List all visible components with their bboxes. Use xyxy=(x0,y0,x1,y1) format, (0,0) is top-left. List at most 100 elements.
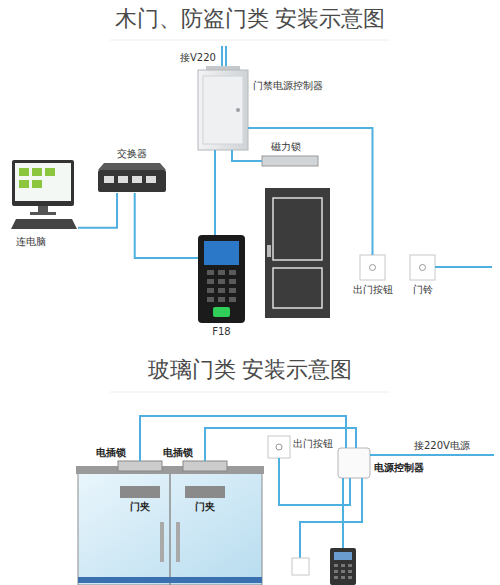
terminal-body xyxy=(198,235,245,323)
button-key xyxy=(420,265,426,271)
screen-tile xyxy=(32,180,42,188)
switch-top xyxy=(98,163,166,170)
key xyxy=(341,576,345,579)
device-label: 电源控制器 xyxy=(374,462,424,474)
key xyxy=(218,279,225,284)
door-clip: 门夹 xyxy=(185,486,225,498)
monitor xyxy=(12,160,74,206)
switch-port xyxy=(146,176,156,183)
key xyxy=(341,564,345,567)
monitor-stand xyxy=(38,206,48,212)
button-key xyxy=(370,265,376,271)
door-header xyxy=(76,466,264,474)
switch-port xyxy=(118,176,128,183)
door-handle xyxy=(176,522,180,562)
power-controller: 电源控制器 xyxy=(338,448,370,478)
title-rule xyxy=(110,392,390,393)
key xyxy=(218,270,225,275)
door-handle xyxy=(267,245,271,257)
key xyxy=(229,270,236,275)
reader-keys xyxy=(334,564,352,579)
electric-bolt-lock xyxy=(183,461,227,471)
reader-wire xyxy=(342,478,344,548)
screen-tile xyxy=(32,168,42,176)
screen-tile xyxy=(19,180,29,188)
keyboard xyxy=(11,219,77,229)
device-label: 电插锁 xyxy=(96,447,126,459)
fingerprint-terminal: F18 xyxy=(198,235,245,323)
controller-panel xyxy=(203,76,243,144)
exit-button: 出门按钮 xyxy=(268,436,290,458)
connector-wire xyxy=(232,150,262,161)
reader-screen xyxy=(334,552,352,560)
electric-bolt-lock: 电插锁 xyxy=(118,461,162,471)
doorbell: 门铃 xyxy=(410,255,435,280)
key xyxy=(229,279,236,284)
button-key xyxy=(276,444,282,450)
monitor-base xyxy=(30,212,56,215)
door-panel xyxy=(273,268,322,308)
doorbell-wire xyxy=(435,266,492,268)
network-switch: 交换器 xyxy=(98,163,166,193)
terminal-keypad xyxy=(207,270,236,302)
button-wire xyxy=(300,478,362,558)
key xyxy=(334,564,338,567)
door-panel xyxy=(273,198,322,260)
device-label: 电插锁 xyxy=(163,447,193,459)
doorbell xyxy=(410,255,435,280)
door-clip xyxy=(120,486,160,498)
computer: 连电脑 xyxy=(10,160,78,232)
key xyxy=(229,297,236,302)
controller-case xyxy=(198,70,248,150)
device-label: 磁力锁 xyxy=(271,141,301,153)
glass-door xyxy=(78,470,262,585)
monitor-screen xyxy=(15,163,71,201)
fingerprint-sensor xyxy=(213,307,230,317)
key xyxy=(207,270,214,275)
key xyxy=(341,570,345,573)
supply-label: 接220V电源 xyxy=(414,440,470,452)
supply-label: 接V220 xyxy=(180,52,216,64)
key xyxy=(348,564,352,567)
magnetic-lock xyxy=(262,156,318,166)
device-label: 门禁电源控制器 xyxy=(253,80,323,92)
connector-wire xyxy=(135,193,198,258)
connector-wire xyxy=(248,128,373,255)
exit-button xyxy=(268,436,290,458)
terminal-screen xyxy=(204,241,239,265)
exit-button: 出门按钮 xyxy=(360,255,385,280)
device-label: 出门按钮 xyxy=(353,284,393,296)
screen-tile xyxy=(45,168,55,176)
key xyxy=(348,576,352,579)
screen-tile xyxy=(19,168,29,176)
device-label: 门夹 xyxy=(130,501,150,513)
connector-wire xyxy=(140,416,346,461)
connector-wire xyxy=(279,458,350,505)
key xyxy=(207,297,214,302)
door-handle xyxy=(160,522,164,562)
door-divider xyxy=(169,470,171,585)
controller-lock xyxy=(236,108,240,112)
switch-body xyxy=(98,170,166,192)
section-title: 玻璃门类 安装示意图 xyxy=(0,356,500,384)
switch-port xyxy=(132,176,142,183)
diagram-title: 木门、防盗门类 安装示意图 xyxy=(0,5,500,33)
key xyxy=(218,297,225,302)
key xyxy=(348,570,352,573)
device-label: F18 xyxy=(212,326,230,338)
door xyxy=(265,188,330,318)
electric-bolt-lock: 电插锁 xyxy=(183,461,227,471)
mains-wire xyxy=(370,454,494,456)
power-controller: 门禁电源控制器 xyxy=(198,70,248,150)
exit-button xyxy=(360,255,385,280)
device-label: 连电脑 xyxy=(16,236,46,248)
magnetic-lock: 磁力锁 xyxy=(262,156,318,166)
title-rule xyxy=(110,40,390,41)
electric-bolt-lock xyxy=(118,461,162,471)
keypad-reader xyxy=(330,548,356,585)
key xyxy=(334,576,338,579)
door-clip: 门夹 xyxy=(120,486,160,498)
key xyxy=(218,288,225,293)
device-label: 交换器 xyxy=(117,148,147,160)
